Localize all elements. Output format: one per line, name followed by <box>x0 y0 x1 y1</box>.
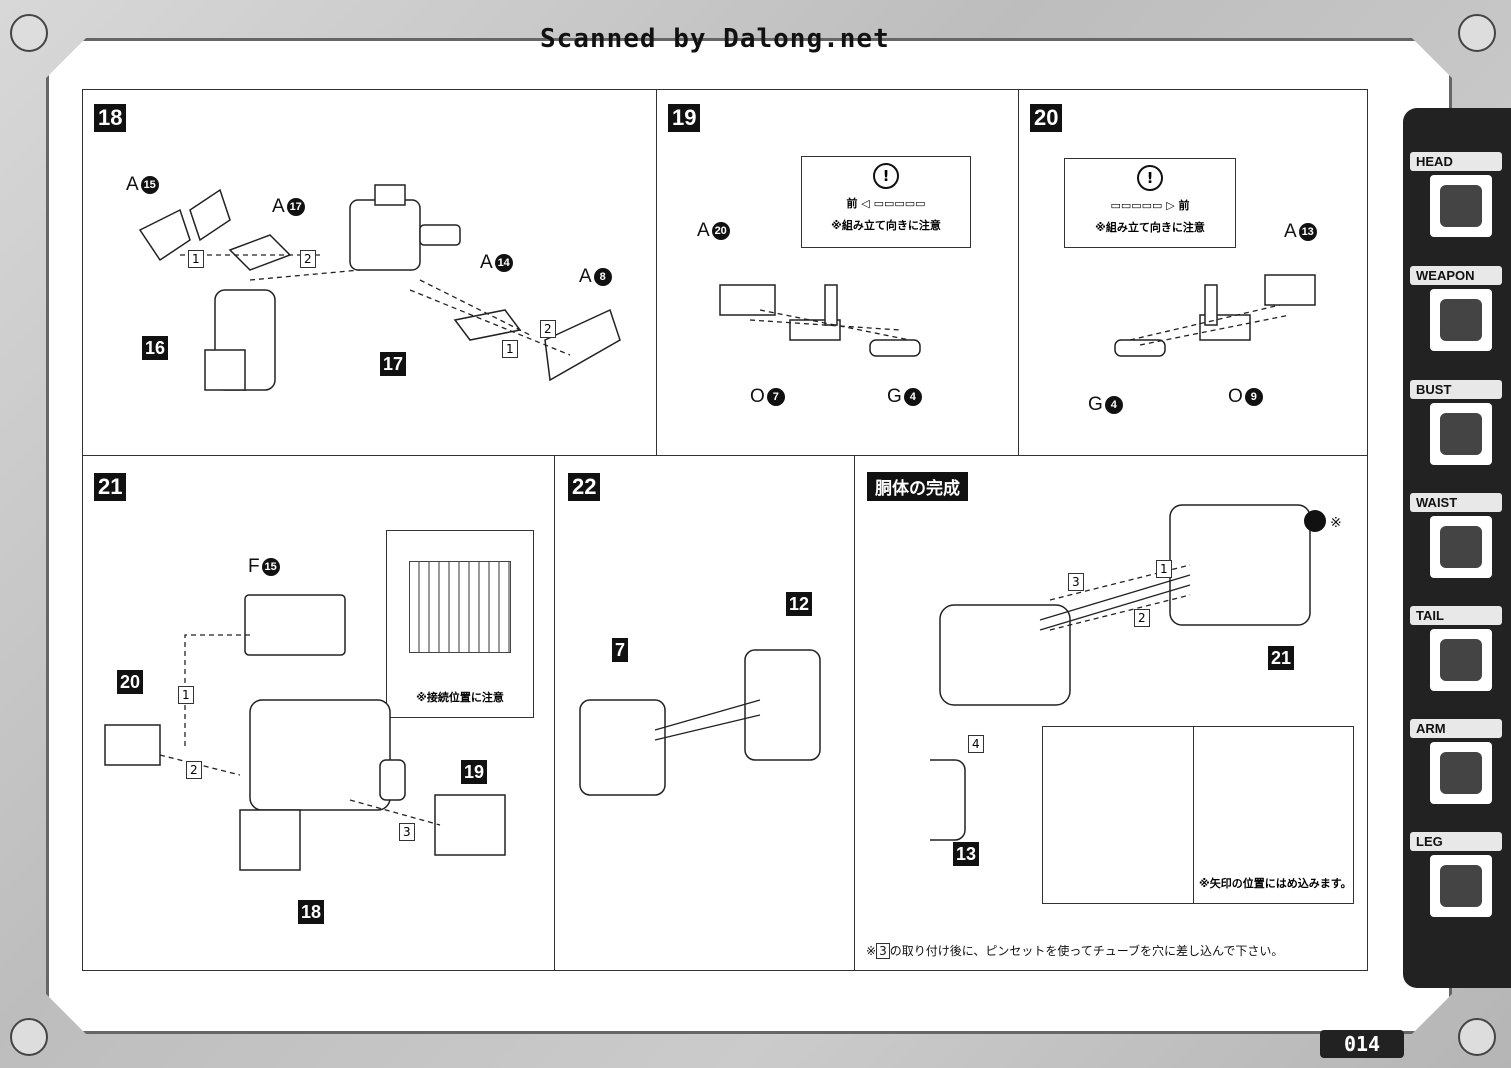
page-number: 014 <box>1320 1030 1404 1058</box>
weapon-icon <box>1430 289 1492 351</box>
sidebar-item-tail[interactable]: TAIL <box>1410 606 1502 691</box>
caution-icon: ! <box>873 163 899 189</box>
step-20-orientation-note: ! ▭▭▭▭▭ ▷ 前 ※組み立て向きに注意 <box>1064 158 1236 248</box>
sidebar-item-label: WAIST <box>1410 493 1502 512</box>
part-number-13: 13 <box>953 842 980 866</box>
step-18-number: 18 <box>94 104 127 132</box>
corner-emblem-icon <box>10 14 48 52</box>
sidebar-item-bust[interactable]: BUST <box>1410 380 1502 465</box>
corner-emblem-icon <box>1458 14 1496 52</box>
sequence-marker: 1 <box>1156 560 1172 578</box>
corner-emblem-icon <box>1458 1018 1496 1056</box>
sidebar-item-label: WEAPON <box>1410 266 1502 285</box>
completion-diagram <box>930 504 1311 841</box>
part-number-17: 17 <box>380 352 407 376</box>
sidebar-item-leg[interactable]: LEG <box>1410 832 1502 917</box>
arm-icon <box>1430 742 1492 804</box>
sequence-marker: 4 <box>968 735 984 753</box>
part-number-12: 12 <box>786 592 813 616</box>
head-icon <box>1430 175 1492 237</box>
part-number-16: 16 <box>142 336 169 360</box>
completion-inset: ※矢印の位置にはめ込みます。 <box>1042 726 1354 904</box>
step-21-connection-note: ※接続位置に注意 <box>386 530 534 718</box>
completion-title: 胴体の完成 <box>867 472 968 501</box>
sequence-marker: 3 <box>1068 573 1084 591</box>
tweezers-icon <box>1304 510 1326 532</box>
sequence-marker: 2 <box>540 320 556 338</box>
step-19-orientation-note: ! 前 ◁ ▭▭▭▭▭ ※組み立て向きに注意 <box>801 156 971 248</box>
sidebar-item-label: TAIL <box>1410 606 1502 625</box>
sidebar-item-label: HEAD <box>1410 152 1502 171</box>
step-22-number: 22 <box>568 473 601 501</box>
step-20-diagram <box>1114 274 1316 357</box>
sequence-marker: 2 <box>300 250 316 268</box>
connection-detail-icon <box>409 561 511 653</box>
bust-icon <box>1430 403 1492 465</box>
sidebar-item-label: ARM <box>1410 719 1502 738</box>
sequence-marker: 2 <box>1134 609 1150 627</box>
part-number-20: 20 <box>117 670 144 694</box>
sidebar-item-arm[interactable]: ARM <box>1410 719 1502 804</box>
sequence-marker: 2 <box>186 761 202 779</box>
part-number-21: 21 <box>1268 646 1295 670</box>
step-20-panel <box>1018 89 1368 457</box>
scan-credit: Scanned by Dalong.net <box>540 24 890 54</box>
inset-divider <box>1193 727 1194 903</box>
step-21-diagram <box>104 594 506 871</box>
sequence-marker: 1 <box>502 340 518 358</box>
part-number-7: 7 <box>612 638 629 662</box>
step-19-diagram <box>719 284 921 357</box>
step-21-number: 21 <box>94 473 127 501</box>
part-number-19: 19 <box>461 760 488 784</box>
sidebar-item-waist[interactable]: WAIST <box>1410 493 1502 578</box>
sidebar-item-weapon[interactable]: WEAPON <box>1410 266 1502 351</box>
waist-icon <box>1430 516 1492 578</box>
sequence-marker: 1 <box>178 686 194 704</box>
sequence-marker: 3 <box>399 823 415 841</box>
step-19-number: 19 <box>668 104 701 132</box>
sidebar-item-head[interactable]: HEAD <box>1410 152 1502 237</box>
step-20-number: 20 <box>1030 104 1063 132</box>
corner-emblem-icon <box>10 1018 48 1056</box>
step-22-diagram <box>579 649 821 796</box>
sidebar-item-label: LEG <box>1410 832 1502 851</box>
part-number-18: 18 <box>298 900 325 924</box>
tweezers-mark: ※ <box>1330 514 1342 530</box>
step-18-diagram <box>138 184 621 391</box>
leg-icon <box>1430 855 1492 917</box>
sidebar-item-label: BUST <box>1410 380 1502 399</box>
tail-icon <box>1430 629 1492 691</box>
sequence-marker: 1 <box>188 250 204 268</box>
caution-icon: ! <box>1137 165 1163 191</box>
